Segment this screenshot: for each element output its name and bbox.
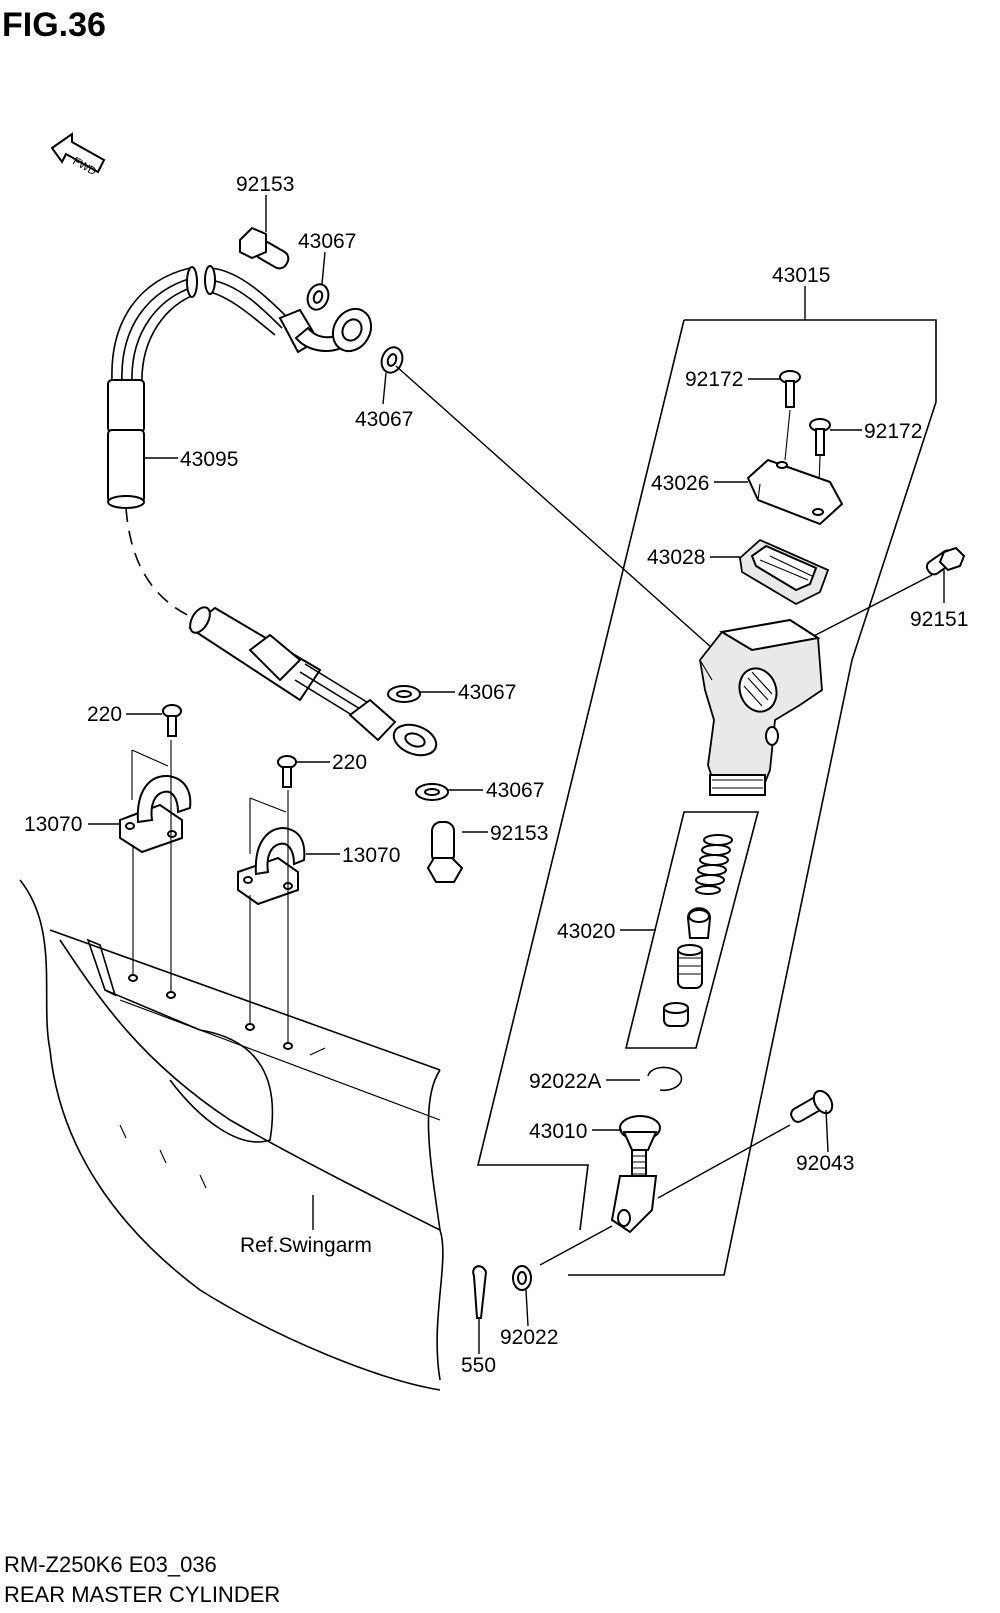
union-bolt-top-icon: [239, 226, 290, 270]
swingarm-reference: [19, 879, 444, 1391]
hose-clamp-a-icon: [119, 749, 192, 854]
piston-kit-box: [624, 811, 760, 1049]
callout-220-a: 220: [87, 703, 122, 726]
secondary-cup-icon: [663, 1002, 689, 1027]
diaphragm-icon: [739, 538, 830, 606]
circlip-icon: [647, 1066, 683, 1092]
callout-220-b: 220: [332, 751, 367, 774]
cap-screw-a-icon: [779, 370, 801, 408]
callout-92151: 92151: [910, 608, 968, 631]
brake-hose: [107, 265, 438, 757]
callout-43028: 43028: [647, 546, 705, 569]
callout-92172-b: 92172: [864, 420, 922, 443]
callout-92022A: 92022A: [529, 1070, 601, 1093]
spring-icon: [695, 834, 733, 895]
master-cylinder-body-icon: [699, 618, 823, 796]
callout-43020: 43020: [557, 920, 615, 943]
callout-92043: 92043: [796, 1152, 854, 1175]
callout-43010: 43010: [529, 1120, 587, 1143]
mounting-bolt-icon: [925, 546, 966, 576]
primary-cup-icon: [686, 907, 712, 939]
screw-a-icon: [162, 704, 182, 737]
piston-icon: [677, 944, 703, 989]
callout-550: 550: [461, 1354, 496, 1377]
assembly-bracket: [684, 319, 937, 661]
callout-13070-b: 13070: [342, 844, 400, 867]
callout-43015: 43015: [772, 264, 830, 287]
callout-92022: 92022: [500, 1326, 558, 1349]
cotter-pin-icon: [472, 1265, 488, 1319]
callout-43067-c: 43067: [458, 681, 516, 704]
callout-43095: 43095: [180, 448, 238, 471]
reservoir-cap-icon: [746, 458, 844, 526]
screw-b-icon: [277, 755, 297, 788]
callout-92153-b: 92153: [490, 822, 548, 845]
cap-screw-b-icon: [809, 418, 831, 456]
callout-92153-top: 92153: [236, 173, 294, 196]
hose-clamp-b-icon: [237, 797, 306, 906]
union-bolt-lower-icon: [426, 821, 464, 883]
callout-43067-d: 43067: [486, 779, 544, 802]
clevis-pin-icon: [790, 1089, 834, 1123]
figure-subtitle: REAR MASTER CYLINDER: [4, 1582, 280, 1607]
figure-title: FIG.36: [2, 6, 106, 44]
ref-swingarm-label: Ref.Swingarm: [240, 1234, 372, 1257]
callout-43067-a: 43067: [298, 230, 356, 253]
callout-92172-a: 92172: [685, 368, 743, 391]
model-code: RM-Z250K6 E03_036: [4, 1552, 217, 1577]
fwd-arrow-icon: FWD: [50, 132, 106, 178]
callout-43026: 43026: [651, 472, 709, 495]
callout-13070-a: 13070: [24, 813, 82, 836]
callout-43067-b: 43067: [355, 408, 413, 431]
push-rod-icon: [610, 1115, 661, 1234]
